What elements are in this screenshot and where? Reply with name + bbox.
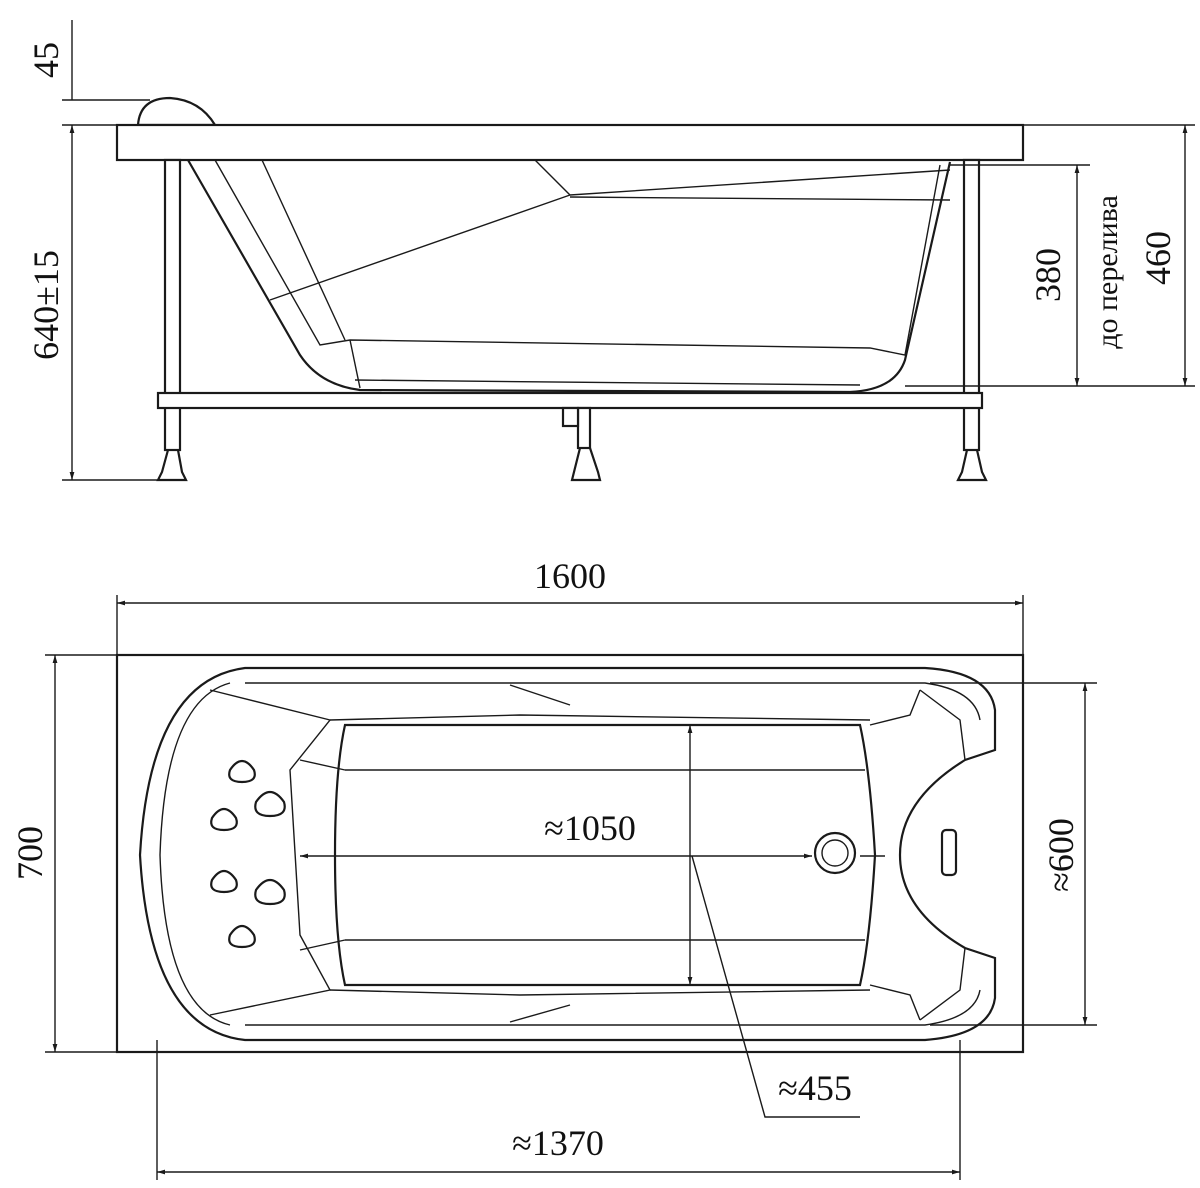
dim-overflow-depth: 380 bbox=[1028, 248, 1068, 302]
tub-outline bbox=[115, 653, 1025, 1054]
top-dimensions bbox=[45, 595, 1097, 1180]
hydromassage-jets bbox=[210, 759, 286, 949]
side-view: 45 640±15 380 до перелива 460 bbox=[26, 20, 1195, 482]
headrest-pillow bbox=[136, 96, 217, 127]
basin-bottom bbox=[333, 723, 877, 987]
dim-inner-bottom-length: ≈1050 bbox=[544, 808, 636, 848]
dim-depth: 460 bbox=[1138, 231, 1178, 285]
drain-icon bbox=[813, 831, 857, 875]
top-view: 1600 700 ≈1050 ≈600 ≈455 ≈1370 bbox=[10, 556, 1097, 1180]
dim-inner-width: ≈600 bbox=[1041, 818, 1081, 892]
tub-body bbox=[187, 159, 952, 394]
frame bbox=[156, 158, 988, 482]
overflow-icon bbox=[940, 828, 958, 877]
side-dimensions bbox=[62, 20, 1195, 481]
dim-pillow-height: 45 bbox=[26, 42, 66, 78]
basin-outer bbox=[138, 666, 997, 1042]
dim-inner-length: ≈1370 bbox=[512, 1123, 604, 1163]
overflow-note: до перелива bbox=[1091, 195, 1124, 349]
dim-width: 700 bbox=[10, 826, 50, 880]
dim-total-height: 640±15 bbox=[26, 250, 66, 360]
dim-inner-bottom-width: ≈455 bbox=[778, 1068, 852, 1108]
dim-length: 1600 bbox=[534, 556, 606, 596]
tub-rim bbox=[115, 123, 1025, 162]
